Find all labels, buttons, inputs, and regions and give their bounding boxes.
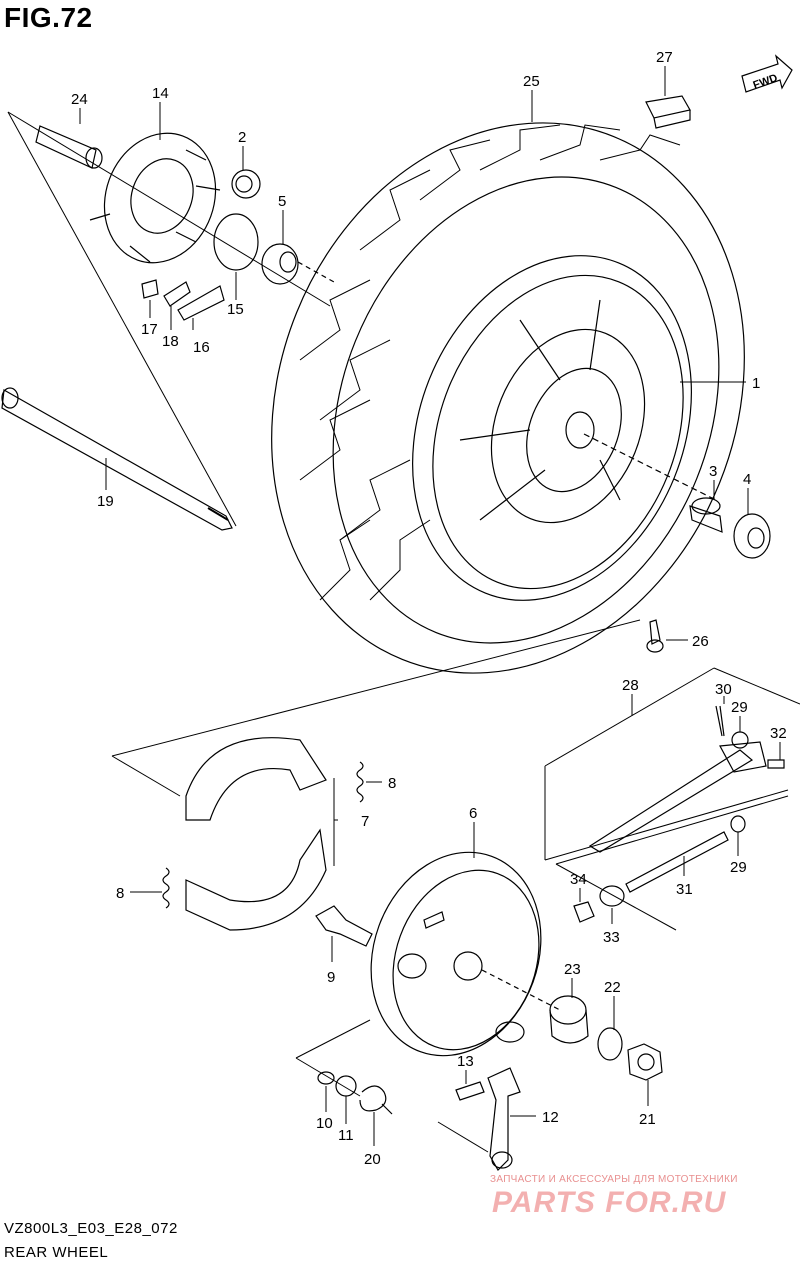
callout-15: 15: [227, 301, 244, 318]
callout-12: 12: [542, 1109, 559, 1126]
callout-10: 10: [316, 1115, 333, 1132]
lock-plate-16: [177, 285, 225, 321]
callout-labels: 1 2 3 4 5 6 7 8 8 9 10 11 12 13 14 15 16…: [71, 49, 787, 1168]
callout-29-lower: 29: [730, 859, 747, 876]
callout-19: 19: [97, 493, 114, 510]
fwd-arrow-icon: FWD: [741, 54, 793, 93]
section-name: REAR WHEEL: [4, 1244, 109, 1261]
collar-23: [549, 995, 589, 1044]
tire-valve-26: [646, 619, 664, 653]
brake-lever-12: [487, 1067, 521, 1171]
callout-9: 9: [327, 969, 335, 986]
washer-11: [335, 1075, 357, 1097]
callout-6: 6: [469, 805, 477, 822]
o-ring-10: [317, 1071, 335, 1085]
callout-22: 22: [604, 979, 621, 996]
collar-24: [35, 125, 103, 169]
callout-14: 14: [152, 85, 169, 102]
washer-29-upper: [731, 731, 749, 749]
callout-25: 25: [523, 73, 540, 90]
washer-18: [163, 281, 191, 307]
return-spring-20: [359, 1085, 393, 1115]
o-ring-15: [213, 213, 259, 271]
callout-27: 27: [656, 49, 673, 66]
callout-24: 24: [71, 91, 88, 108]
rear-axle: [1, 387, 233, 531]
joint-33: [599, 885, 625, 907]
spring-8-upper: [356, 761, 364, 803]
model-code: VZ800L3_E03_E28_072: [4, 1220, 178, 1237]
callout-34: 34: [570, 871, 587, 888]
callout-5: 5: [278, 193, 286, 210]
rear-tire: [271, 122, 745, 674]
callout-21: 21: [639, 1111, 656, 1128]
brake-panel-6: [370, 851, 542, 1057]
callout-23: 23: [564, 961, 581, 978]
callout-32: 32: [770, 725, 787, 742]
bearing-5: [261, 243, 299, 285]
callout-16: 16: [193, 339, 210, 356]
callout-1: 1: [752, 375, 760, 392]
spring-31: [625, 831, 729, 893]
spring-8-lower: [162, 867, 170, 909]
bearing-4: [733, 513, 771, 559]
callout-17: 17: [141, 321, 158, 338]
brake-cam-9: [315, 905, 373, 947]
callout-29-upper: 29: [731, 699, 748, 716]
bolt-17: [141, 279, 159, 299]
nut-34: [573, 901, 595, 923]
callout-26: 26: [692, 633, 709, 650]
callout-31: 31: [676, 881, 693, 898]
spacer-3: [689, 497, 723, 533]
callout-11: 11: [338, 1127, 354, 1144]
rear-wheel-rim: [412, 255, 692, 601]
callout-18: 18: [162, 333, 179, 350]
pin-32: [767, 759, 785, 769]
callout-3: 3: [709, 463, 717, 480]
callout-20: 20: [364, 1151, 381, 1168]
brake-shoes: [185, 737, 327, 931]
washer-22: [597, 1027, 623, 1061]
washer-29-lower: [730, 815, 746, 833]
figure-title: FIG.72: [4, 2, 93, 33]
exploded-view-triangle: [7, 111, 331, 527]
cotter-pin-30: [715, 705, 725, 737]
leader-lines: [79, 66, 781, 1146]
watermark-tagline: ЗАПЧАСТИ И АКСЕССУАРЫ ДЛЯ МОТОТЕХНИКИ: [490, 1174, 738, 1185]
callout-8-upper: 8: [388, 775, 396, 792]
bolt-13: [455, 1081, 485, 1101]
callout-7: 7: [361, 813, 369, 830]
collar-2: [231, 169, 261, 199]
callout-33: 33: [603, 929, 620, 946]
callout-4: 4: [743, 471, 751, 488]
brake-section-guides: [111, 619, 800, 931]
callout-28: 28: [622, 677, 639, 694]
callout-30: 30: [715, 681, 732, 698]
watermark-brand-logo: PARTS FOR.RU: [492, 1186, 727, 1219]
brake-rod: [588, 741, 767, 853]
hub-assembly: [89, 132, 221, 264]
callout-2: 2: [238, 129, 246, 146]
callout-8-lower: 8: [116, 885, 124, 902]
balancer-27: [645, 95, 691, 129]
callout-13: 13: [457, 1053, 474, 1070]
nut-21: [627, 1043, 663, 1081]
